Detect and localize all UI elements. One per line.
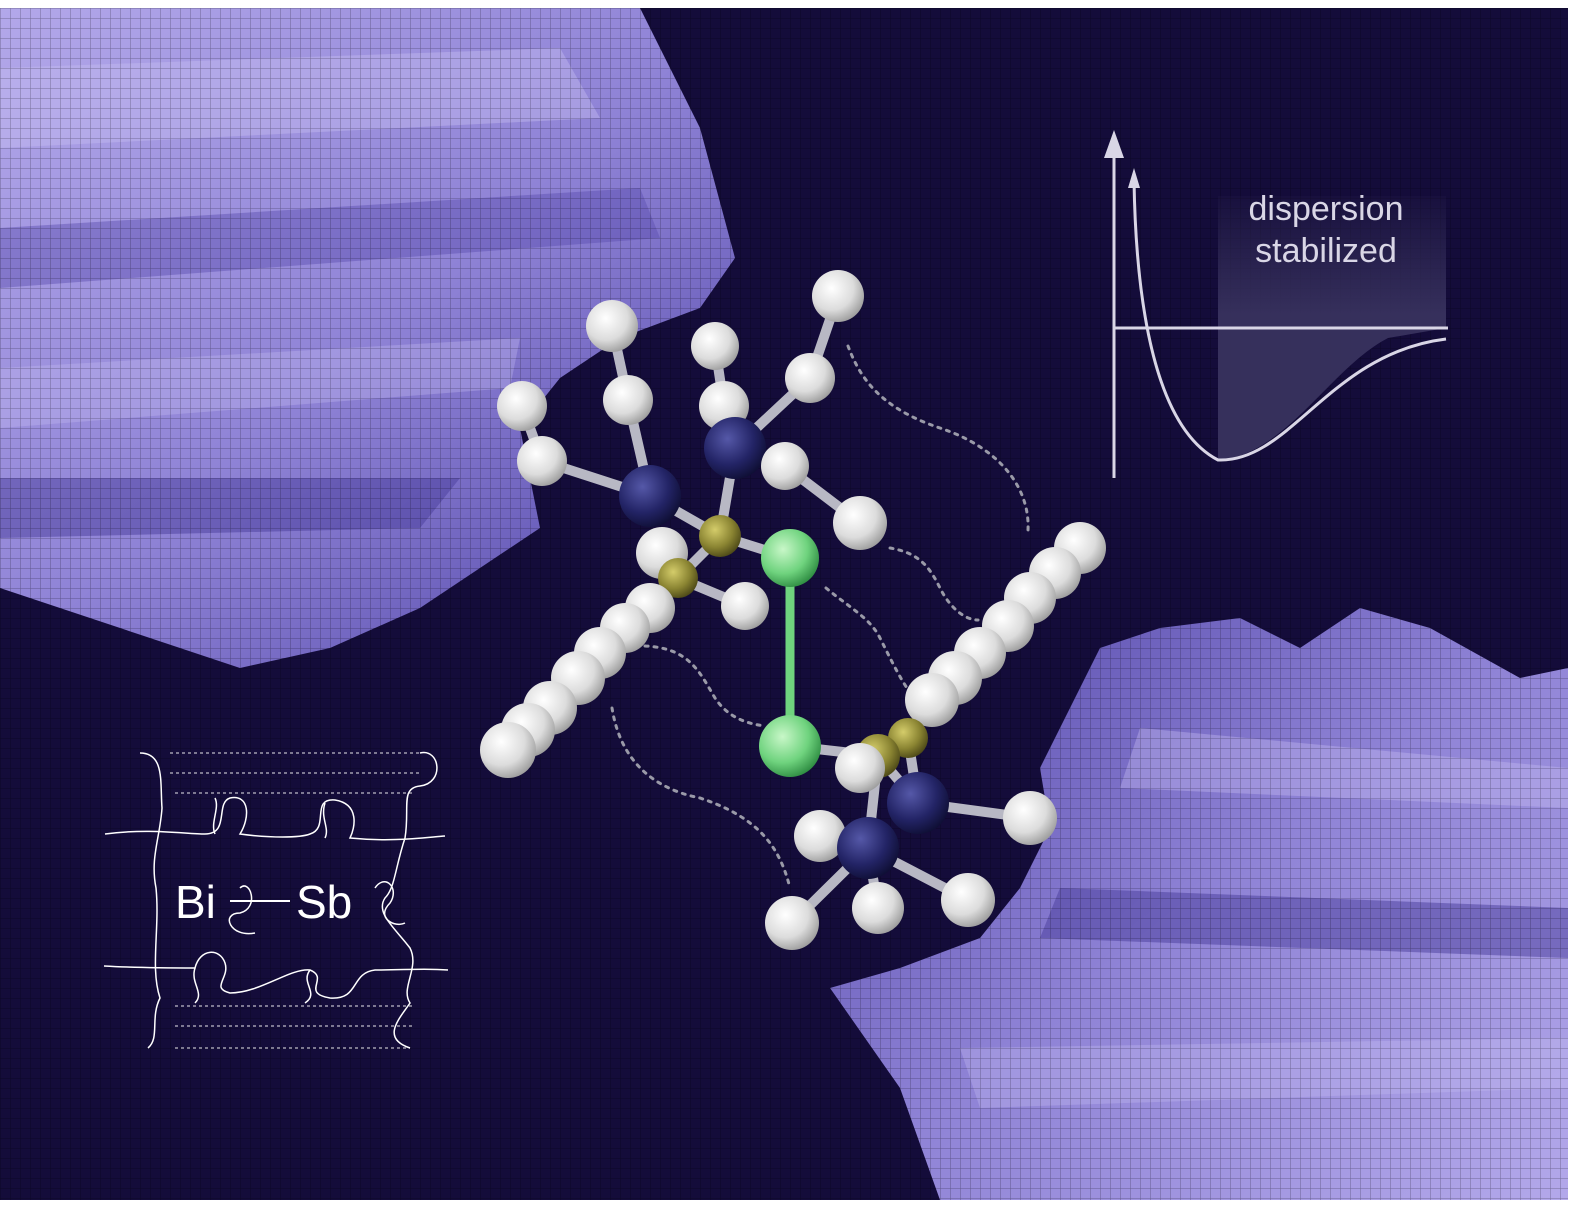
carbon-atom [603,375,653,425]
hydrogen-atom [765,896,819,950]
hydrogen-atom [941,873,995,927]
energy-axis-arrow-icon [1104,130,1124,158]
potential-energy-plot: dispersion stabilized [1104,130,1448,478]
molecule-model [480,270,1106,950]
carbon-atom [905,673,959,727]
hydrogen-atom [586,300,638,352]
silicon-atom [699,515,741,557]
hydrogen-atom [761,442,809,490]
hydrogen-atom [497,381,547,431]
hydrogen-atom [812,270,864,322]
nitrogen-atom [887,772,949,834]
plot-label-line1: dispersion [1249,190,1404,228]
hydrogen-atom [1003,791,1057,845]
puzzle-element-bi: Bi [175,876,216,928]
curve-arrow-icon [1128,168,1140,188]
hydrogen-atom [833,496,887,550]
hydrogen-atom [691,322,739,370]
carbon-atom [480,722,536,778]
hydrogen-atom [852,882,904,934]
carbon-atom [517,436,567,486]
pnictogen-atom [761,529,819,587]
plot-label-line2: stabilized [1255,232,1397,270]
potential-curve [1132,179,1447,462]
mosaic-grid [0,8,1568,1200]
puzzle-element-sb: Sb [296,876,352,928]
hydrogen-atom [794,810,846,862]
pnictogen-atom [759,715,821,777]
nitrogen-atom [619,465,681,527]
puzzle-illustration [103,751,449,1049]
cover-artwork: dispersion stabilized Bi Sb [0,8,1568,1200]
nitrogen-atom [837,817,899,879]
silicon-atom [658,558,698,598]
dispersion-interactions [610,344,1030,890]
carbon-atom [835,743,885,793]
hydrogen-atom [721,582,769,630]
carbon-atom [785,353,835,403]
nitrogen-atom [704,417,766,479]
